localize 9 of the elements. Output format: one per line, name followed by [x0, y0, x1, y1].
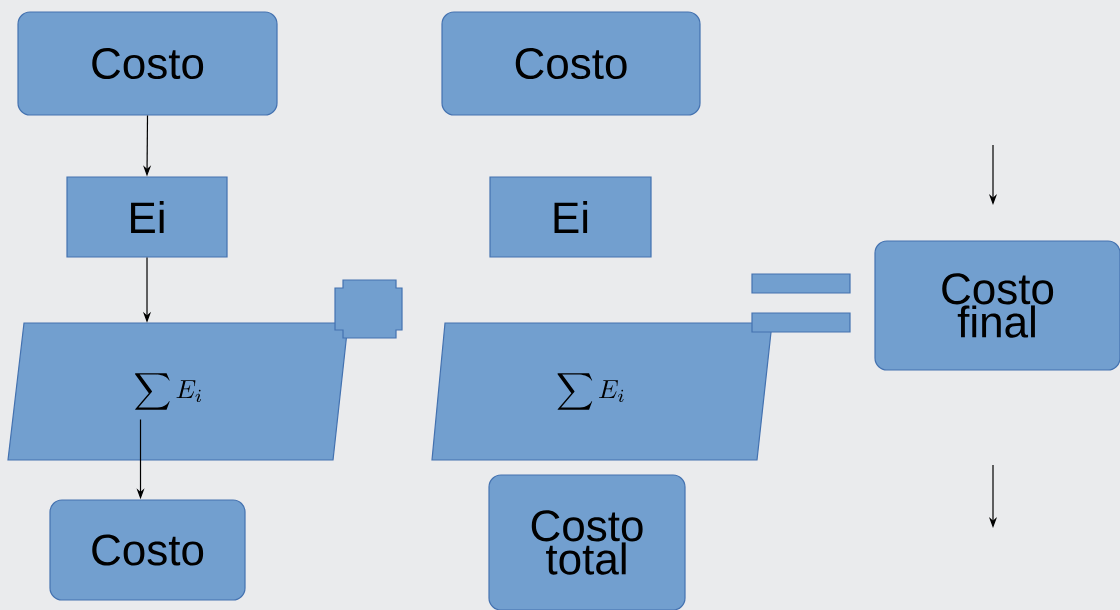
terminal-box: Costo total — [488, 474, 686, 610]
terminal-box: Costo — [49, 499, 246, 601]
input-parallelogram: $\sum E_{i}$ — [431, 322, 773, 461]
process-box: Ei — [489, 176, 652, 258]
process-box: Costo — [441, 11, 701, 116]
input-parallelogram: $\sum E_{i}$ — [7, 322, 349, 461]
process-box: Costo — [17, 11, 278, 116]
terminal-box: Costo final — [874, 240, 1120, 371]
process-box: Ei — [66, 176, 228, 258]
